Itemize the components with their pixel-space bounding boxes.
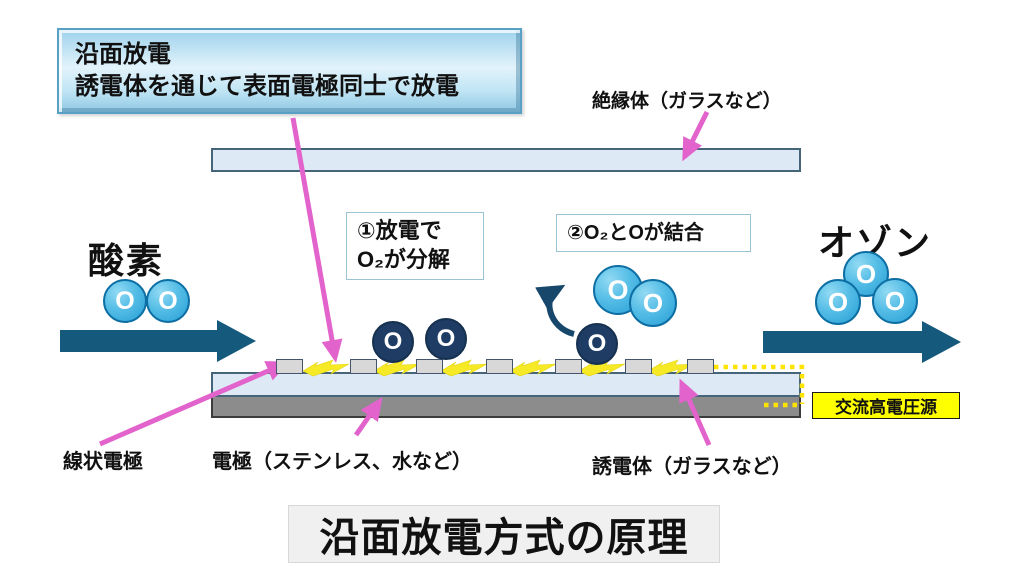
oxygen-flow-arrow [60,320,256,362]
callout-line2: 誘電体を通じて表面電極同士で放電 [75,73,459,100]
insulator-label: 絶縁体（ガラスなど） [592,91,782,112]
linear-electrode-4 [486,359,513,374]
linear-electrode-2 [350,359,377,374]
atom-symbol: O [158,286,178,315]
dielectric-label: 誘電体（ガラスなど） [592,456,792,478]
atom-symbol: O [383,328,403,355]
insulator-plate [211,148,801,172]
atom-symbol: O [115,286,135,315]
step2-text: ②O₂とOが結合 [567,222,704,244]
atom-symbol: O [642,287,664,318]
step2-box: ②O₂とOが結合 [556,214,751,252]
ozone-atom-right: O [872,278,918,324]
oxygen-molecule-atom-1: O [103,279,147,323]
atom-symbol: O [436,325,456,352]
linear-electrode-3 [416,359,443,374]
metal-electrode-plate [211,395,801,418]
step1-line2: O₂が分解 [357,247,450,272]
oxygen-molecule-atom-2: O [146,279,190,323]
power-source-box: 交流高電圧源 [812,392,960,419]
linear-electrode-5 [555,359,582,374]
dissociated-atom-1: O [372,321,414,363]
atom-symbol: O [587,330,607,357]
page-title: 沿面放電方式の原理 [319,516,689,560]
electrode-label: 電極（ステンレス、水など） [212,451,472,473]
linear-electrode-7 [687,359,714,374]
power-source-label: 交流高電圧源 [835,398,937,417]
single-oxygen-atom: O [576,323,618,365]
combining-o2-atom-2: O [629,279,677,327]
atom-symbol: O [827,286,849,317]
step1-box: ①放電で O₂が分解 [346,212,484,280]
step1-line1: ①放電で [357,218,442,244]
atom-symbol: O [855,258,877,289]
atom-symbol: O [884,285,906,316]
ozone-flow-arrow [763,321,961,363]
atom-symbol: O [607,274,629,305]
callout-line1: 沿面放電 [75,41,171,69]
linear-electrode-1 [276,359,303,374]
title-box: 沿面放電方式の原理 [288,505,720,563]
linear-electrode-6 [625,359,652,374]
dissociated-atom-2: O [425,318,467,360]
combine-curved-arrow [535,284,575,337]
oxygen-label: 酸素 [88,240,165,281]
callout-box: 沿面放電 誘電体を通じて表面電極同士で放電 [57,28,522,114]
dielectric-plate [211,372,801,397]
linear-electrode-label: 線状電極 [63,451,143,473]
ozone-atom-left: O [815,279,861,325]
